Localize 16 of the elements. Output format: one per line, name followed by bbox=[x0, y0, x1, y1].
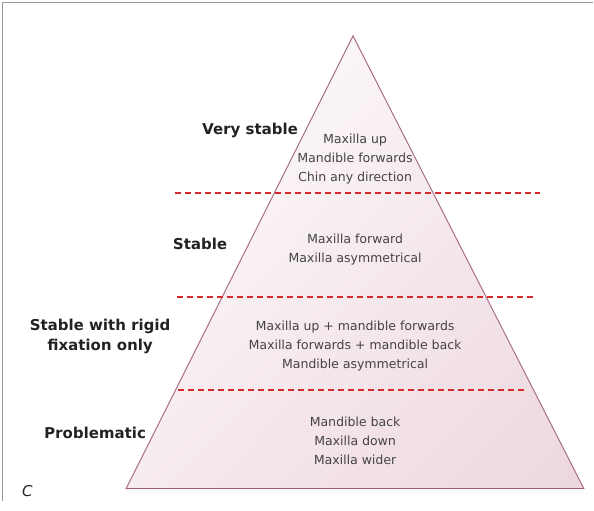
tier-text: Maxilla up + mandible forwards bbox=[256, 317, 454, 335]
tier-text: Maxilla forwards + mandible back bbox=[248, 336, 462, 354]
tier-text: Maxilla asymmetrical bbox=[288, 249, 422, 267]
tier-text: Maxilla forward bbox=[307, 230, 403, 248]
tier-label: Stable bbox=[172, 234, 228, 254]
panel-letter: C bbox=[22, 482, 32, 500]
tier-text: Maxilla wider bbox=[314, 451, 396, 469]
tier-label: Stable with rigid fixation only bbox=[28, 315, 172, 355]
tier-text: Maxilla up bbox=[323, 130, 387, 148]
tier-text: Chin any direction bbox=[298, 168, 412, 186]
tier-label: Very stable bbox=[201, 119, 299, 139]
tier-text: Mandible back bbox=[310, 413, 400, 431]
tier-text: Maxilla down bbox=[314, 432, 396, 450]
tier-label: Problematic bbox=[43, 423, 147, 443]
tier-text: Mandible asymmetrical bbox=[282, 355, 428, 373]
tier-text: Mandible forwards bbox=[297, 149, 413, 167]
